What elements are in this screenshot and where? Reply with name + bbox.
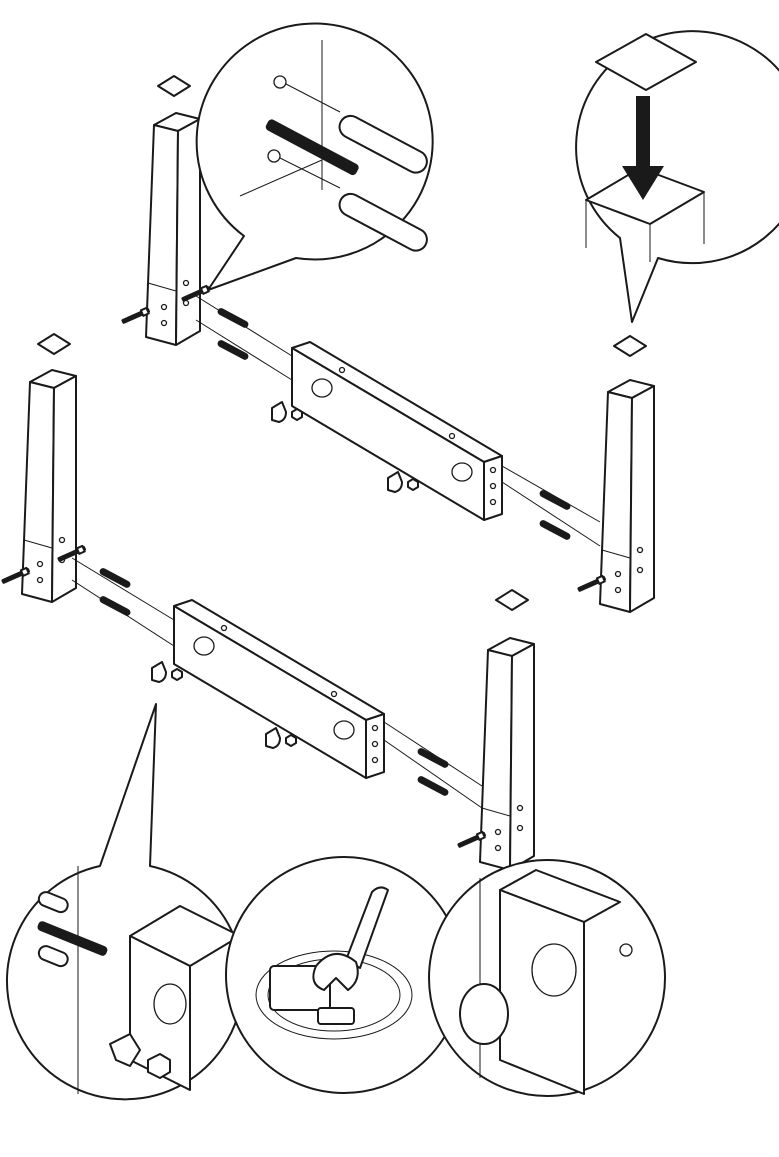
foot-pad xyxy=(495,589,529,611)
callout-dowel-detail xyxy=(195,22,434,291)
dowel xyxy=(216,306,250,330)
dowel xyxy=(416,774,450,798)
leg xyxy=(599,379,655,613)
foot-pad-large xyxy=(595,33,697,91)
dowel-large xyxy=(338,192,428,252)
dowel xyxy=(538,518,572,542)
cap xyxy=(459,983,509,1045)
leg xyxy=(145,112,201,346)
wrench-icon xyxy=(312,886,389,991)
callout-wrench-detail xyxy=(225,856,463,1094)
hanger-bolt-large xyxy=(265,119,359,176)
dowel xyxy=(98,594,132,618)
leg xyxy=(479,637,535,871)
callout-cap-detail xyxy=(428,859,666,1097)
foot-pad xyxy=(157,75,191,97)
dowel xyxy=(98,566,132,590)
callout-foot-pad-detail xyxy=(575,30,779,323)
leg xyxy=(21,369,77,603)
rail xyxy=(173,599,385,779)
dowel-large xyxy=(338,114,428,174)
rail xyxy=(291,341,503,521)
arrow-down-icon xyxy=(622,96,664,200)
callout-assembly-detail xyxy=(6,703,244,1101)
foot-pad xyxy=(613,335,647,357)
dowel xyxy=(538,488,572,512)
foot-pad xyxy=(37,333,71,355)
